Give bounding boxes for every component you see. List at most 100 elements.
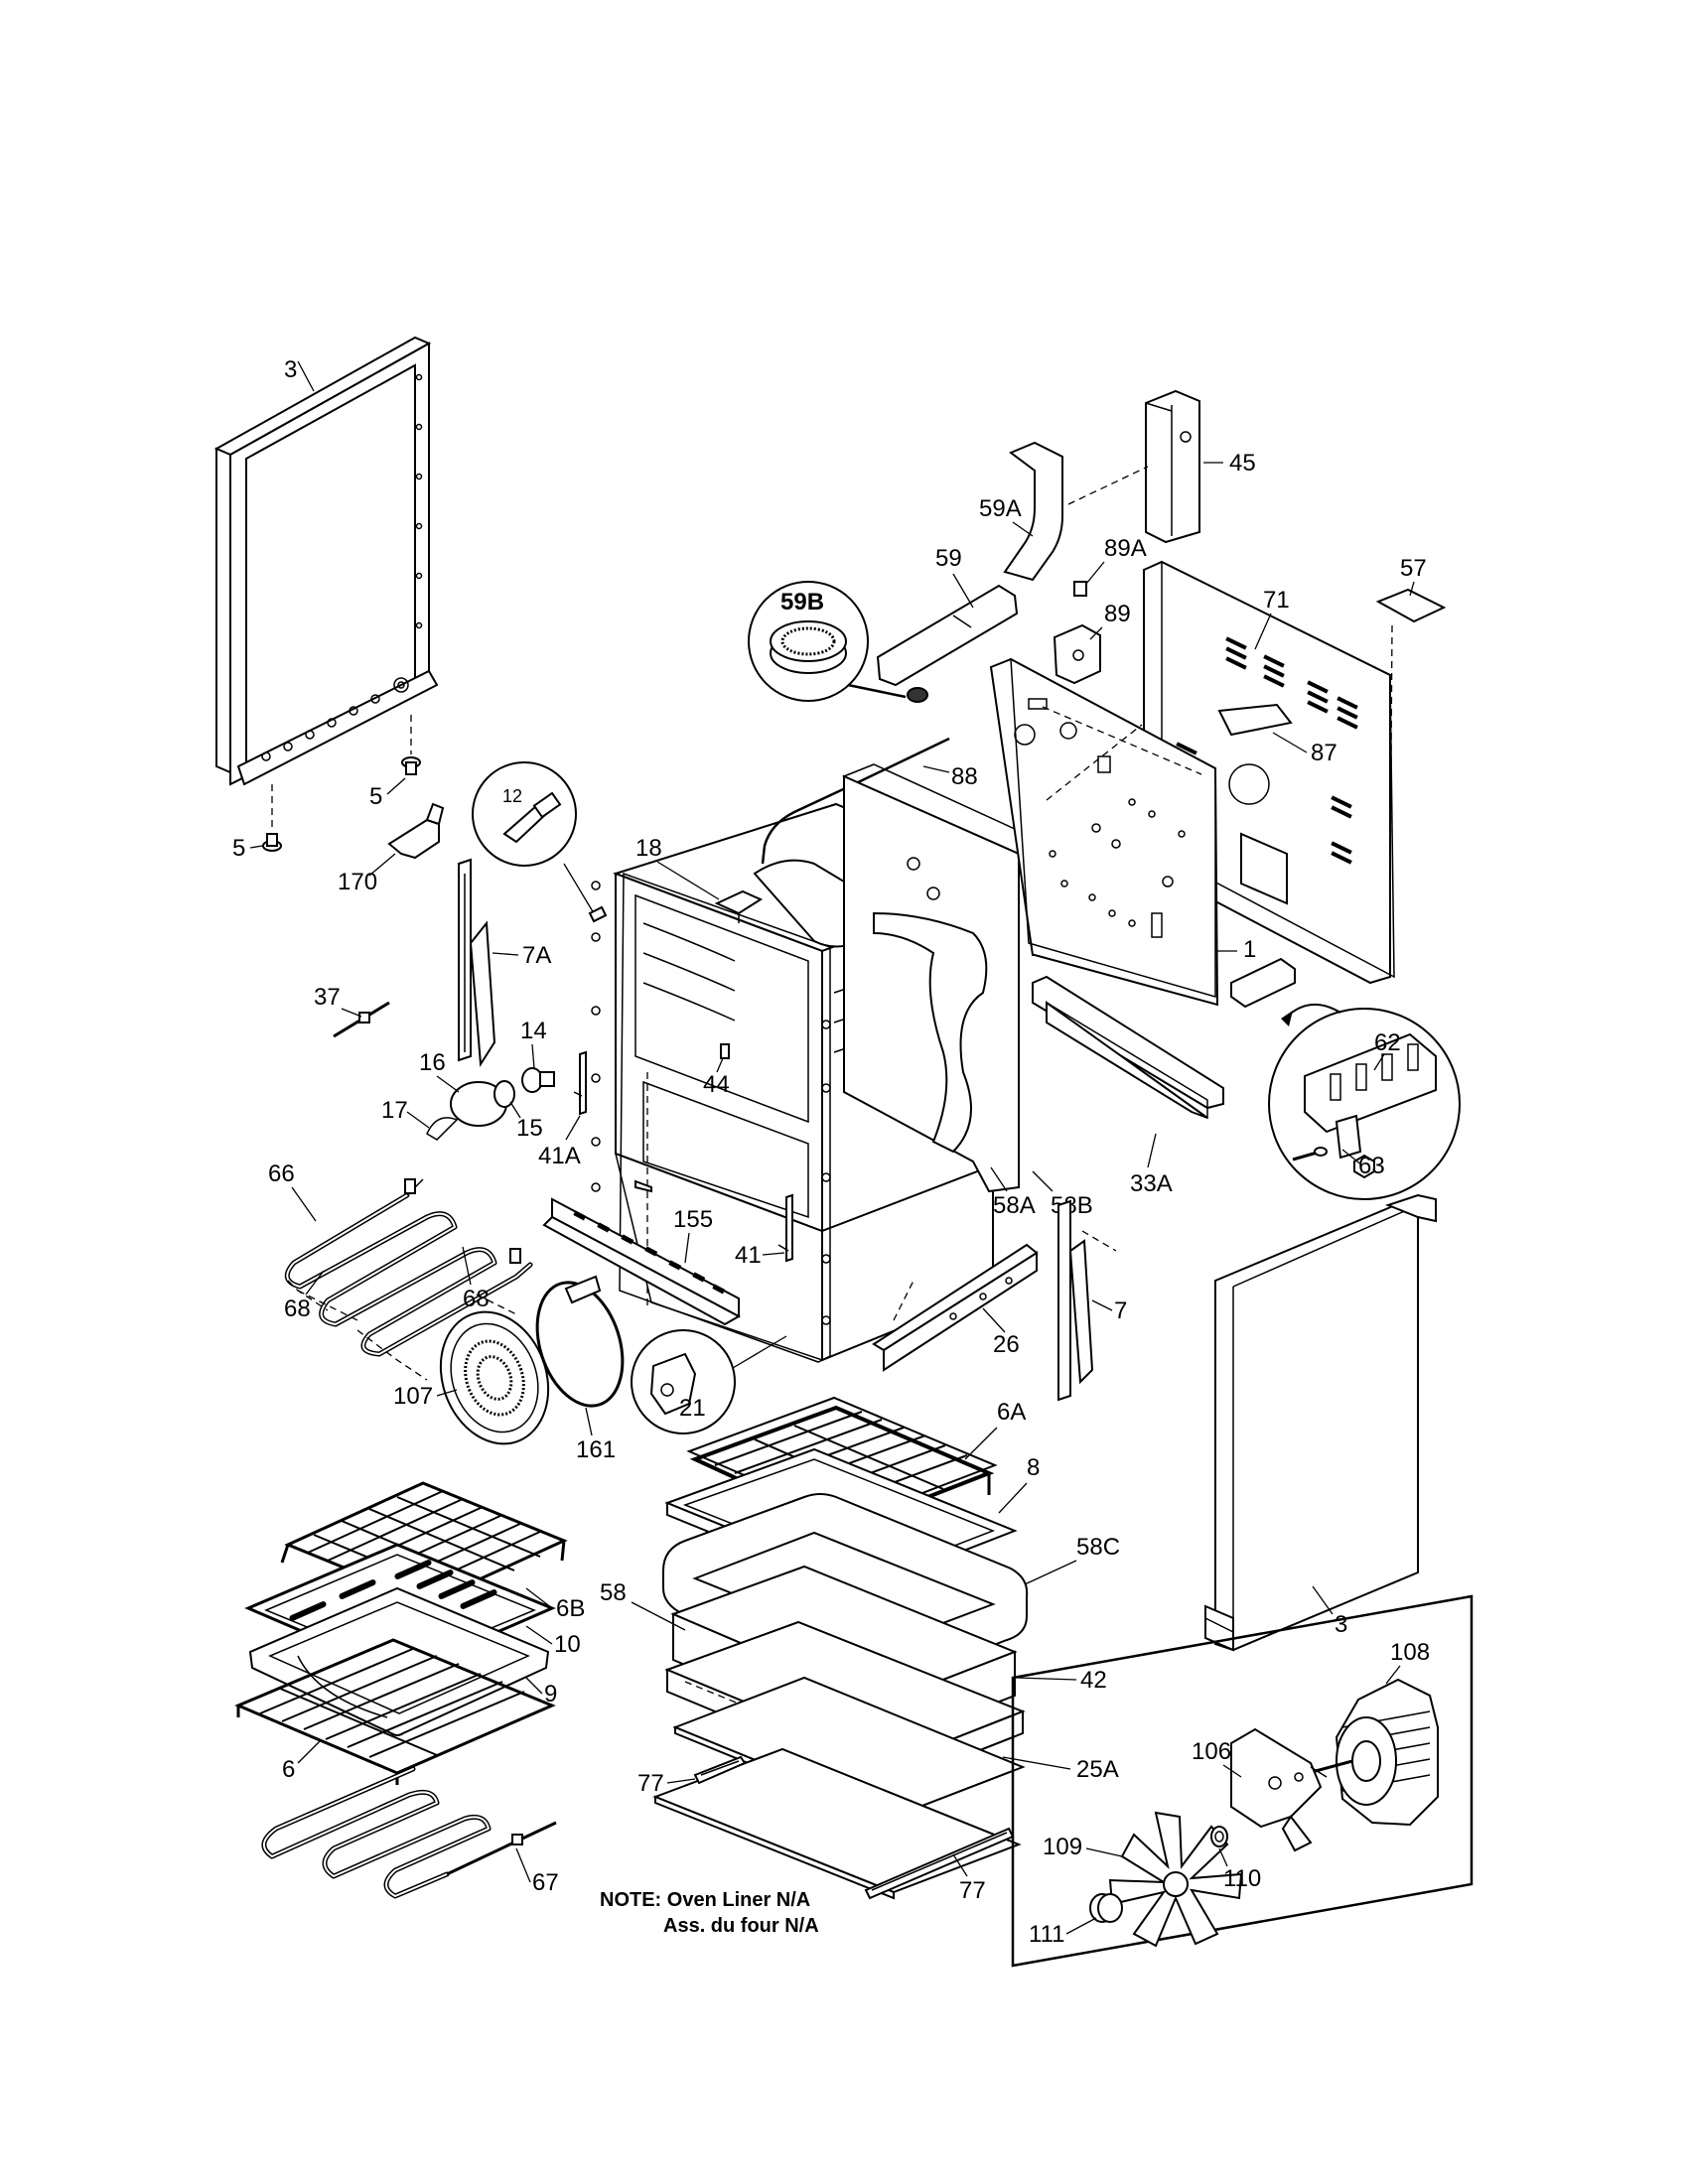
part-161-gasket [535, 1275, 625, 1408]
fan-motor-inset-box [1011, 1594, 1474, 1968]
label-42: 42 [1080, 1667, 1107, 1694]
part-88-wire-harness [761, 737, 950, 865]
label-18: 18 [635, 835, 662, 862]
label-63: 63 [1358, 1153, 1385, 1179]
label-7A: 7A [522, 942, 551, 969]
label-41A: 41A [538, 1143, 581, 1169]
part-1-back-panel [989, 657, 1219, 1007]
label-45: 45 [1229, 450, 1256, 477]
label-21: 21 [679, 1395, 706, 1422]
part-62-terminal-block [1230, 957, 1341, 1026]
label-5-a: 5 [369, 783, 382, 810]
part-68-element-wire [287, 1280, 517, 1381]
part-14-light-bulb [521, 1067, 555, 1093]
label-33A: 33A [1130, 1170, 1173, 1197]
part-106-motor-bracket [1230, 1727, 1328, 1852]
part-3-side-panel-right [1204, 1193, 1437, 1652]
label-57: 57 [1400, 555, 1427, 582]
part-66-broil-element [284, 1178, 533, 1357]
label-58: 58 [600, 1579, 627, 1606]
label-170: 170 [338, 869, 377, 895]
part-110-washer [1210, 1826, 1228, 1847]
part-170-bracket [387, 802, 445, 860]
part-17-clip [426, 1117, 459, 1141]
part-16-light-lens [450, 1080, 515, 1127]
part-89-bracket [1053, 623, 1101, 685]
label-87: 87 [1311, 740, 1337, 766]
label-58C: 58C [1076, 1534, 1120, 1561]
label-89: 89 [1104, 601, 1131, 627]
note-line-1: NOTE: Oven Liner N/A [600, 1889, 810, 1911]
label-8: 8 [1027, 1454, 1040, 1481]
label-6B: 6B [556, 1595, 585, 1622]
label-14: 14 [520, 1018, 547, 1044]
label-106: 106 [1192, 1738, 1231, 1765]
label-67: 67 [532, 1869, 559, 1896]
part-107-fan-cover [439, 1310, 550, 1445]
label-17: 17 [381, 1097, 408, 1124]
part-109-fan-blade [1108, 1811, 1243, 1948]
label-26: 26 [993, 1331, 1020, 1358]
part-9-broiler-pan [248, 1586, 550, 1736]
label-161: 161 [576, 1436, 616, 1463]
part-57-label-plate [1375, 588, 1447, 894]
label-66: 66 [268, 1160, 295, 1187]
part-37-sensor [333, 1001, 390, 1038]
part-41A-bracket [573, 1050, 587, 1116]
label-71: 71 [1263, 587, 1290, 614]
label-68-a: 68 [284, 1296, 311, 1322]
label-89A: 89A [1104, 535, 1147, 562]
label-77-b: 77 [959, 1877, 986, 1904]
label-10: 10 [554, 1631, 581, 1658]
part-18-bracket [714, 889, 764, 923]
part-7-rack-support [1057, 1199, 1117, 1402]
label-155: 155 [673, 1206, 713, 1233]
label-12: 12 [502, 786, 522, 806]
label-59: 59 [935, 545, 962, 572]
part-62-terminal-block-callout [1268, 1008, 1461, 1200]
label-109: 109 [1043, 1834, 1082, 1860]
label-107: 107 [393, 1383, 433, 1410]
label-15: 15 [516, 1115, 543, 1142]
part-21-callout [631, 1329, 787, 1434]
label-68-b: 68 [463, 1286, 490, 1312]
part-111-nut [1089, 1893, 1123, 1923]
label-3-side: 3 [1335, 1611, 1347, 1638]
part-89A-clip [1073, 581, 1087, 597]
label-111: 111 [1029, 1921, 1064, 1948]
label-6: 6 [282, 1756, 295, 1783]
part-5-screw-a [401, 715, 421, 775]
part-59A-duct-elbow [1003, 441, 1063, 582]
part-33A-panel [1032, 975, 1224, 1120]
label-59B: 59B [780, 589, 824, 615]
part-6B-broil-rack [280, 1481, 568, 1623]
label-6A: 6A [997, 1399, 1026, 1426]
label-77-a: 77 [637, 1770, 664, 1797]
part-5-screw-b [262, 784, 282, 852]
label-108: 108 [1390, 1639, 1430, 1666]
part-41-bracket [777, 1193, 793, 1263]
part-25A-door-glass [652, 1676, 1026, 1900]
part-108-convection-motor [1300, 1678, 1439, 1827]
label-16: 16 [419, 1049, 446, 1076]
label-25A: 25A [1076, 1756, 1119, 1783]
label-9: 9 [544, 1681, 557, 1707]
part-155-vent-strip [542, 1197, 742, 1326]
label-88: 88 [951, 763, 978, 790]
label-7: 7 [1114, 1297, 1127, 1324]
label-62: 62 [1374, 1029, 1401, 1056]
part-7A-rack-support [458, 858, 496, 1068]
label-58A: 58A [993, 1192, 1036, 1219]
label-37: 37 [314, 984, 341, 1011]
part-59-duct [876, 584, 1019, 687]
part-3-side-panel-left [213, 336, 439, 786]
part-58B-insulation-blanket [842, 763, 1041, 1193]
part-67-bake-element [261, 1766, 557, 1899]
part-26-rail [872, 1243, 1039, 1372]
note-line-2: Ass. du four N/A [663, 1915, 819, 1937]
label-44: 44 [703, 1071, 730, 1098]
label-5-b: 5 [232, 835, 245, 862]
label-110: 110 [1223, 1865, 1261, 1892]
part-77-door-channel-a [693, 1755, 747, 1785]
